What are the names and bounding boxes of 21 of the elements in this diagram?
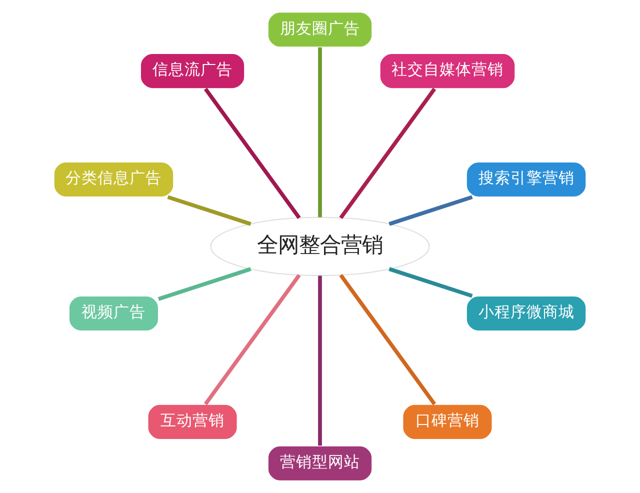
node-box: 搜索引擎营销 <box>466 161 587 198</box>
connector <box>339 88 436 220</box>
node-box: 小程序微商城 <box>466 296 587 332</box>
connector <box>388 195 473 226</box>
node-box: 视频广告 <box>68 296 159 332</box>
node-ellipse: 全网整合营销 <box>210 216 430 276</box>
node-box: 分类信息广告 <box>53 161 174 198</box>
connector <box>339 274 436 406</box>
node-box: 信息流广告 <box>140 53 246 90</box>
connector <box>318 276 322 446</box>
connector <box>388 267 473 298</box>
connector <box>318 47 322 218</box>
node-box: 互动营销 <box>147 404 238 440</box>
connector <box>204 88 301 220</box>
node-box: 营销型网站 <box>267 445 373 482</box>
node-box: 朋友圈广告 <box>267 12 373 48</box>
node-box: 口碑营销 <box>402 404 493 440</box>
node-box: 社交自媒体营销 <box>379 53 516 90</box>
connector <box>204 274 301 406</box>
connector <box>167 195 252 226</box>
connector <box>158 267 252 301</box>
